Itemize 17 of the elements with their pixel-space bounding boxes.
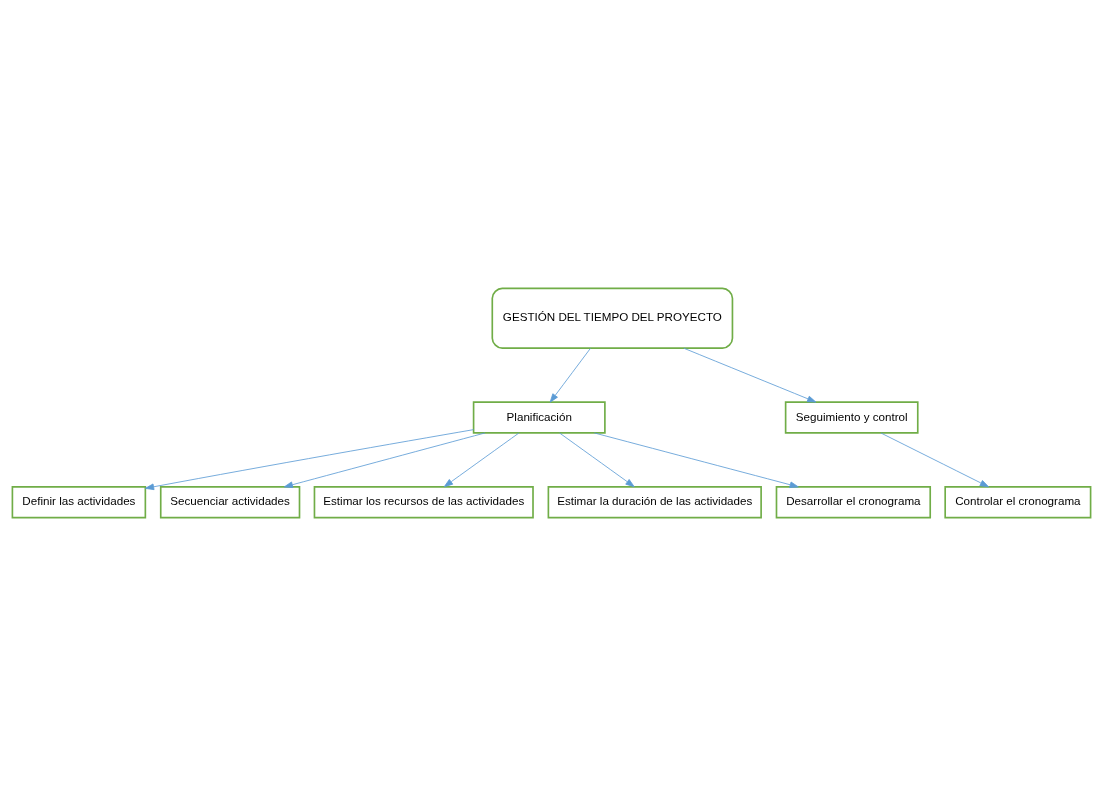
arrow [549, 347, 591, 403]
node-box: Seguimiento y control [784, 400, 919, 434]
node-box: Estimar la duración de las actividades [547, 485, 762, 518]
node-box: Definir las actividades [11, 485, 147, 518]
arrow [880, 432, 989, 487]
node-box: Planificación [472, 400, 606, 434]
node-box: GESTIÓN DEL TIEMPO DEL PROYECTO [491, 287, 734, 349]
node-box: Estimar los recursos de las actividades [313, 485, 534, 518]
node-box: Desarrollar el cronograma [775, 485, 932, 518]
arrow [144, 428, 474, 490]
node-box: Controlar el cronograma [944, 485, 1092, 518]
node-box: Secuenciar actividades [159, 485, 301, 518]
arrow [683, 347, 817, 402]
arrow [443, 432, 520, 487]
arrow [283, 432, 486, 488]
arrow [559, 432, 635, 487]
arrow [593, 432, 799, 488]
